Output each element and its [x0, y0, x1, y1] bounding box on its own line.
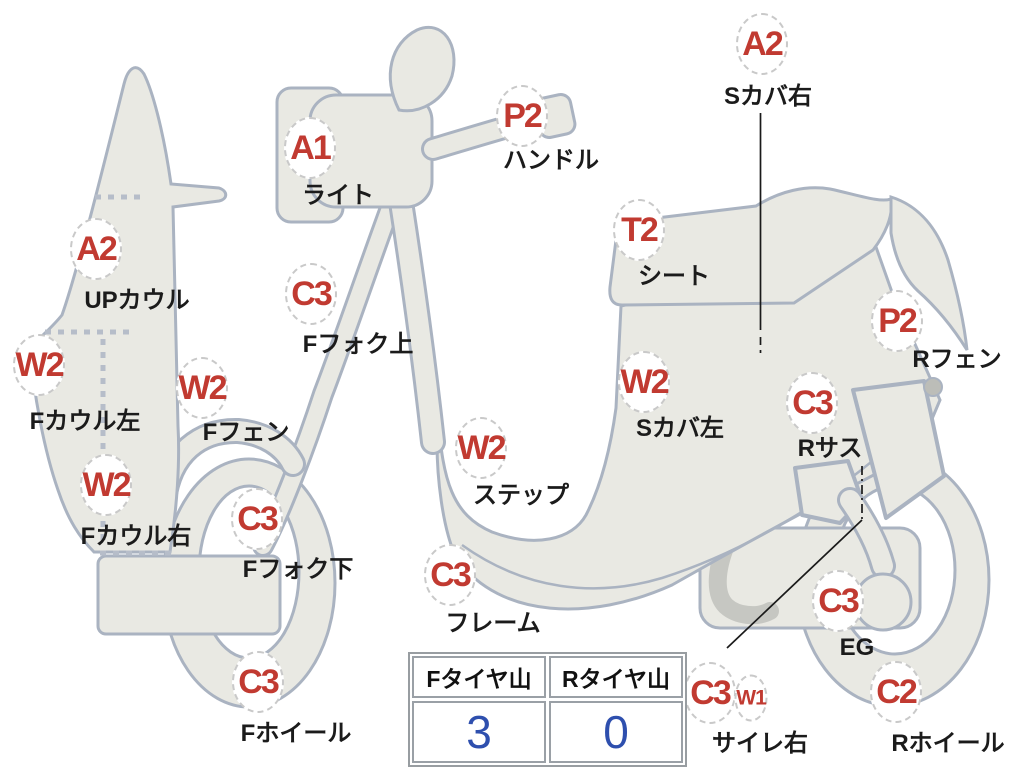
mark-badge-step: W2	[455, 417, 507, 479]
tire-tread-table: Fタイヤ山 Rタイヤ山 3 0	[408, 652, 687, 767]
leader-line-rear-suspension	[726, 466, 863, 649]
mirror-shape	[388, 26, 456, 113]
mark-badge-rear-fender: P2	[871, 290, 923, 352]
mark-badge-rear-wheel: C2	[870, 661, 922, 723]
mark-label-silencer-right: サイレ右	[712, 730, 808, 757]
mark-label-front-cowl-right: Fカウル右	[80, 523, 192, 550]
mark-label-frame: フレーム	[445, 610, 541, 637]
mark-badge-front-cowl-left: W2	[13, 334, 65, 396]
mark-badge-silencer-right-sub: W1	[734, 674, 768, 722]
mark-label-front-fork-upper: Fフォク上	[302, 331, 414, 358]
mark-badge-frame: C3	[424, 544, 476, 606]
mark-badge-upper-cowl: A2	[70, 218, 122, 280]
mark-badge-front-wheel: C3	[232, 651, 284, 713]
mark-label-rear-suspension: Rサス	[797, 435, 863, 462]
mark-label-front-fender: Fフェン	[202, 419, 290, 446]
mark-badge-silencer-right: C3	[684, 662, 736, 724]
mark-badge-seat: T2	[613, 199, 665, 261]
mark-badge-front-fork-lower: C3	[231, 488, 283, 550]
mark-badge-front-cowl-right: W2	[80, 454, 132, 516]
frame-downtube-shape	[388, 189, 446, 455]
mark-label-front-fork-lower: Fフォク下	[242, 556, 354, 583]
suspension-bolt-shape	[923, 377, 943, 397]
mark-badge-side-cover-left: W2	[618, 351, 670, 413]
lower-cowl-shape	[96, 554, 282, 636]
mark-badge-headlight: A1	[284, 117, 336, 179]
mark-label-rear-wheel: Rホイール	[891, 730, 1005, 757]
mark-label-upper-cowl: UPカウル	[84, 287, 190, 314]
mark-label-front-wheel: Fホイール	[240, 720, 352, 747]
front-tire-tread-value: 3	[412, 701, 546, 763]
mark-label-step: ステップ	[473, 482, 569, 509]
front-fork-shape	[252, 189, 404, 557]
mark-badge-front-fender: W2	[176, 357, 228, 419]
mark-label-front-cowl-left: Fカウル左	[29, 408, 141, 435]
rear-tire-tread-header: Rタイヤ山	[549, 656, 683, 698]
mark-label-rear-fender: Rフェン	[912, 346, 1002, 373]
mark-badge-rear-suspension: C3	[786, 372, 838, 434]
mark-label-side-cover-right: Sカバ右	[723, 83, 813, 110]
mark-label-handlebar: ハンドル	[503, 147, 599, 174]
mark-badge-side-cover-right: A2	[736, 13, 788, 75]
mark-label-headlight: ライト	[302, 182, 374, 209]
rear-suspension-shape	[851, 377, 946, 520]
mark-label-side-cover-left: Sカバ左	[635, 415, 725, 442]
front-tire-tread-header: Fタイヤ山	[412, 656, 546, 698]
mark-label-seat: シート	[638, 263, 710, 290]
rear-tire-tread-value: 0	[549, 701, 683, 763]
rear-fender-shape	[889, 194, 969, 351]
engine-shape	[837, 487, 913, 632]
mark-badge-engine: C3	[812, 570, 864, 632]
mark-badge-front-fork-upper: C3	[285, 263, 337, 325]
mark-badge-handlebar: P2	[496, 85, 548, 147]
mark-label-engine: EG	[839, 634, 875, 661]
